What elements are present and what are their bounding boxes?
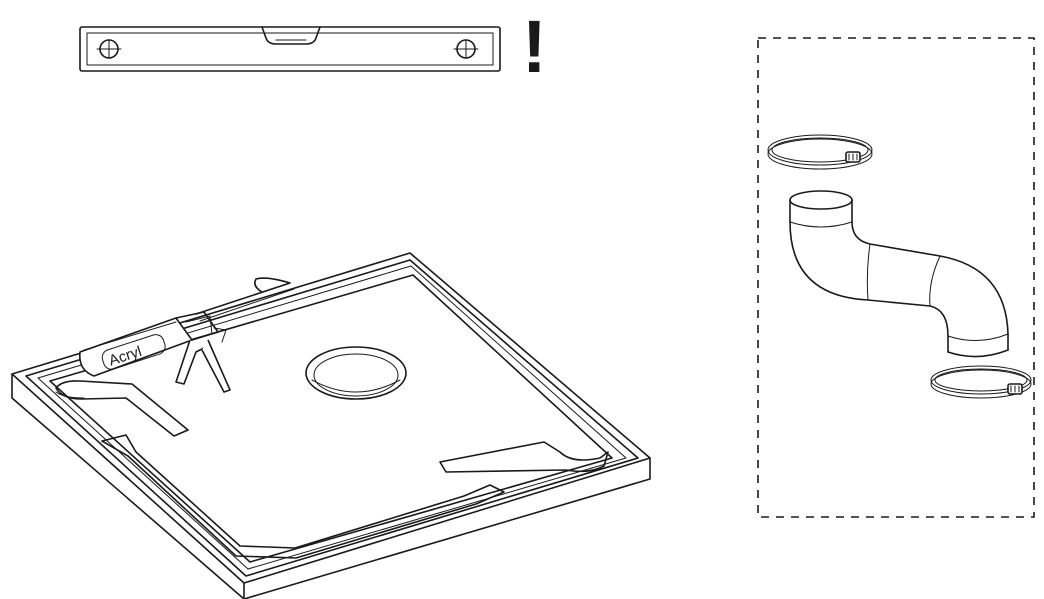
caulking-gun-icon: Acryl	[78, 277, 295, 393]
spirit-level-icon	[79, 26, 501, 72]
shower-tray-icon	[11, 252, 651, 599]
level-left-vial	[96, 39, 122, 59]
hose-clamp-icon	[767, 134, 873, 170]
hose-clamp-icon-lower	[930, 365, 1032, 399]
warning-exclamation-icon: !	[522, 5, 547, 88]
parts-box	[757, 37, 1035, 518]
drain-hole	[305, 346, 407, 400]
drain-pipe-icon	[789, 190, 1009, 358]
level-right-vial	[453, 39, 479, 59]
